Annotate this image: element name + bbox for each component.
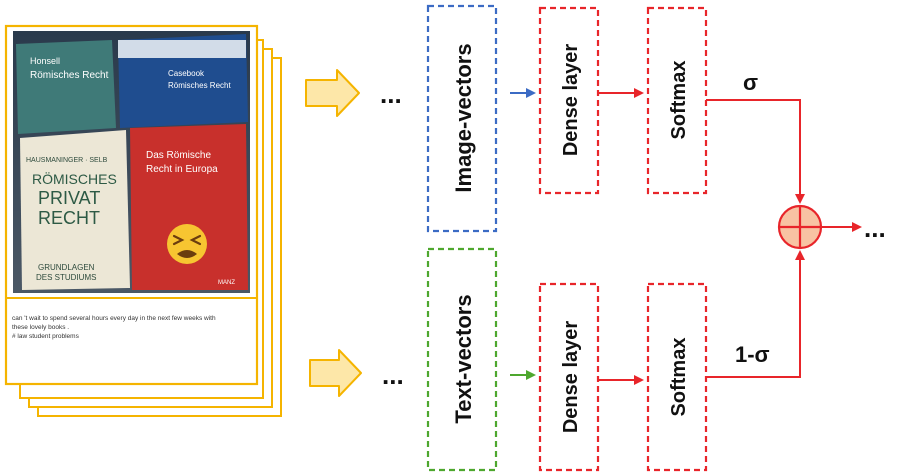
text-input-arrow bbox=[309, 349, 362, 397]
book-3-authors: HAUSMANINGER · SELB bbox=[26, 157, 108, 164]
sigma-label: σ bbox=[743, 70, 758, 95]
book-2-title-line1: Casebook bbox=[168, 69, 205, 78]
book-4-title-line2: Recht in Europa bbox=[146, 164, 218, 175]
book-4 bbox=[130, 124, 248, 290]
image-input-arrow bbox=[305, 69, 360, 117]
weighted-sum-icon bbox=[777, 204, 823, 250]
image-vectors-label: Image-vectors bbox=[451, 43, 476, 192]
book-4-title-line1: Das Römische bbox=[146, 150, 211, 161]
book-3 bbox=[20, 130, 130, 290]
tired-face-emoji-icon bbox=[167, 224, 207, 264]
one-minus-sigma-weight-arrow bbox=[706, 250, 805, 378]
text-vectors-label: Text-vectors bbox=[451, 294, 476, 423]
sigma-weight-arrow bbox=[706, 99, 805, 204]
softmax-top-box bbox=[646, 6, 708, 195]
caption-line-1: can 't wait to spend several hours every… bbox=[12, 315, 216, 322]
post-photo: Honsell Römisches Recht Casebook Römisch… bbox=[13, 31, 250, 293]
one-minus-sigma-label: 1-σ bbox=[735, 342, 770, 367]
text-input-ellipsis: ... bbox=[382, 360, 404, 390]
book-1-title: Römisches Recht bbox=[30, 70, 109, 81]
image-vectors-box bbox=[426, 4, 498, 233]
image-input-ellipsis: ... bbox=[380, 79, 402, 109]
book-3-line4: GRUNDLAGEN bbox=[38, 263, 95, 272]
book-2-title-line2: Römisches Recht bbox=[168, 81, 231, 90]
text-vectors-box bbox=[426, 247, 498, 472]
book-3-line2: PRIVAT bbox=[38, 188, 100, 208]
softmax-top-label: Softmax bbox=[668, 61, 690, 140]
softmax-bottom-box bbox=[646, 282, 708, 472]
output-ellipsis: ... bbox=[864, 213, 886, 243]
book-1 bbox=[16, 40, 116, 134]
caption-line-3: # law student problems bbox=[12, 333, 79, 340]
dense-layer-top-box bbox=[538, 6, 600, 195]
dense-layer-bottom-label: Dense layer bbox=[560, 321, 582, 434]
book-1-author: Honsell bbox=[30, 56, 60, 66]
softmax-bottom-label: Softmax bbox=[668, 338, 690, 417]
post-stack: Honsell Römisches Recht Casebook Römisch… bbox=[4, 24, 282, 417]
book-3-line3: RECHT bbox=[38, 208, 100, 228]
caption-line-2: these lovely books . bbox=[12, 324, 70, 331]
dense-layer-top-label: Dense layer bbox=[560, 44, 582, 157]
dense-layer-bottom-box bbox=[538, 282, 600, 472]
book-4-publisher: MANZ bbox=[218, 280, 235, 286]
book-3-line5: DES STUDIUMS bbox=[36, 273, 96, 282]
post-caption: can 't wait to spend several hours every… bbox=[12, 314, 250, 376]
book-3-line1: RÖMISCHES bbox=[32, 170, 117, 187]
